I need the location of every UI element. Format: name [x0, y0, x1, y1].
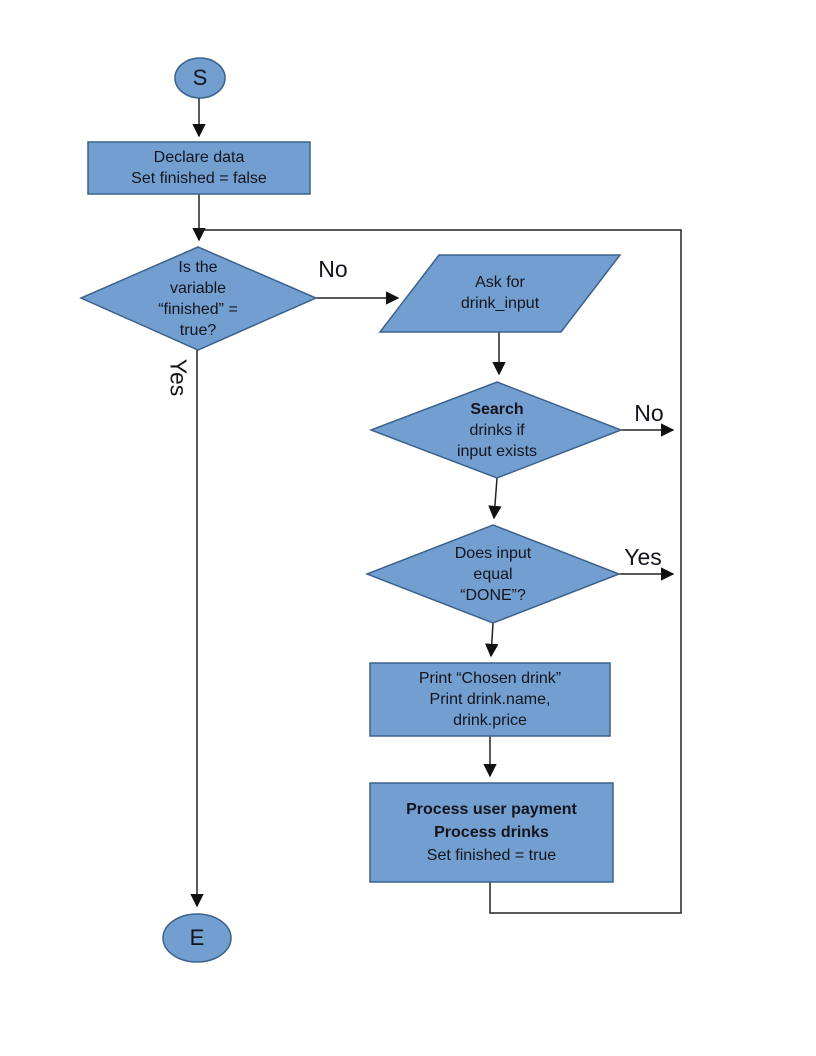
declare-process-shape — [87, 141, 311, 195]
edge-done-to-print — [484, 622, 499, 658]
edge-loop-back — [199, 229, 682, 914]
start-terminal-shape — [174, 57, 226, 99]
end-terminal-shape — [162, 913, 232, 963]
print-process-shape — [369, 662, 611, 737]
payment-process-shape — [369, 782, 614, 883]
search-decision-shape — [368, 381, 624, 479]
done-check-decision-shape — [364, 524, 622, 624]
finished-check-decision-shape — [79, 246, 318, 351]
ask-input-io-shape — [378, 254, 622, 333]
edge-search-to-done-check — [488, 477, 502, 520]
